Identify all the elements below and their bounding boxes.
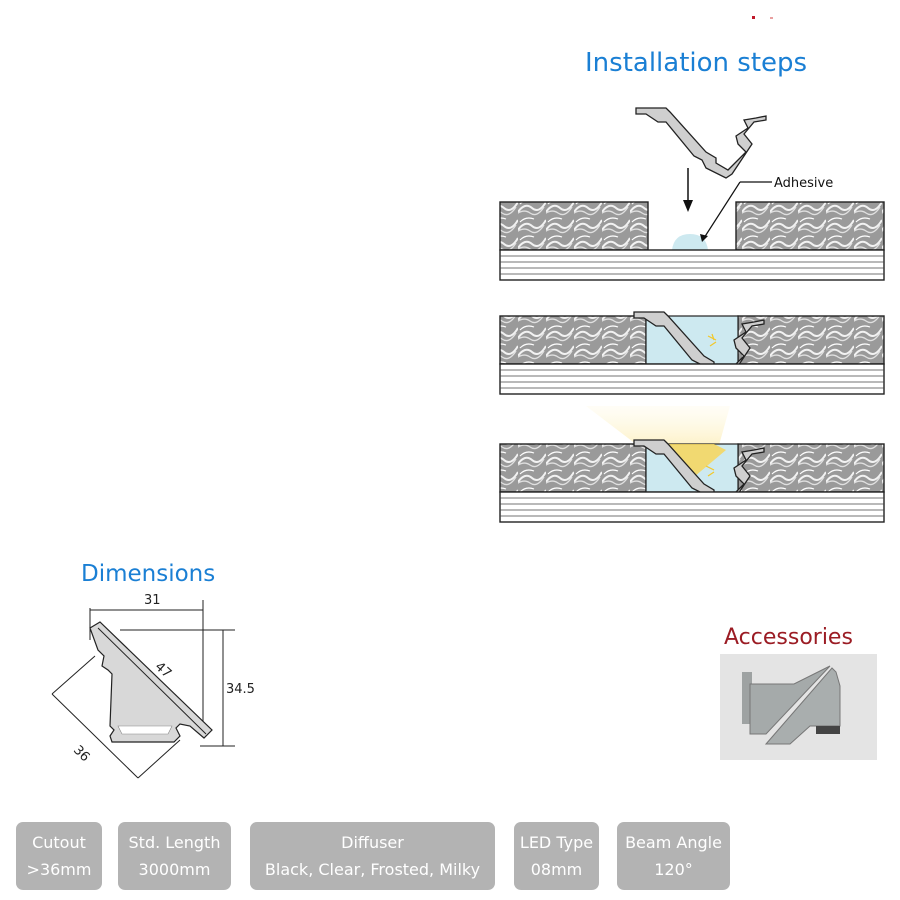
spec-label: Cutout xyxy=(32,833,86,852)
dimension-width: 31 xyxy=(144,593,161,608)
spec-diffuser: Diffuser Black, Clear, Frosted, Milky xyxy=(250,822,495,890)
spec-value: >36mm xyxy=(26,860,92,879)
spec-label: Diffuser xyxy=(341,833,404,852)
installation-diagram: Adhesive xyxy=(499,107,885,523)
step-1-diagram xyxy=(499,107,885,281)
spec-cutout: Cutout >36mm xyxy=(16,822,102,890)
step-2-diagram xyxy=(499,311,885,395)
installation-title: Installation steps xyxy=(585,48,808,78)
adhesive-label: Adhesive xyxy=(774,176,833,191)
spec-beam-angle: Beam Angle 120° xyxy=(617,822,730,890)
dimension-side: 36 xyxy=(70,743,92,765)
accessories-image xyxy=(720,654,877,760)
dimensions-diagram: 31 34.5 47 36 xyxy=(51,593,255,779)
decorative-mark xyxy=(752,16,755,19)
spec-value: 08mm xyxy=(530,860,583,879)
step-3-diagram xyxy=(499,406,885,523)
spec-std-length: Std. Length 3000mm xyxy=(118,822,231,890)
spec-value: 3000mm xyxy=(138,860,211,879)
dimensions-title: Dimensions xyxy=(81,561,216,587)
dimension-height: 34.5 xyxy=(226,682,255,697)
spec-led-type: LED Type 08mm xyxy=(514,822,599,890)
spec-label: Beam Angle xyxy=(625,833,722,852)
spec-label: Std. Length xyxy=(128,833,221,852)
spec-value: Black, Clear, Frosted, Milky xyxy=(264,860,481,879)
decorative-mark xyxy=(770,17,773,19)
spec-value: 120° xyxy=(654,860,693,879)
accessories-title: Accessories xyxy=(724,625,853,650)
spec-label: LED Type xyxy=(519,833,594,852)
